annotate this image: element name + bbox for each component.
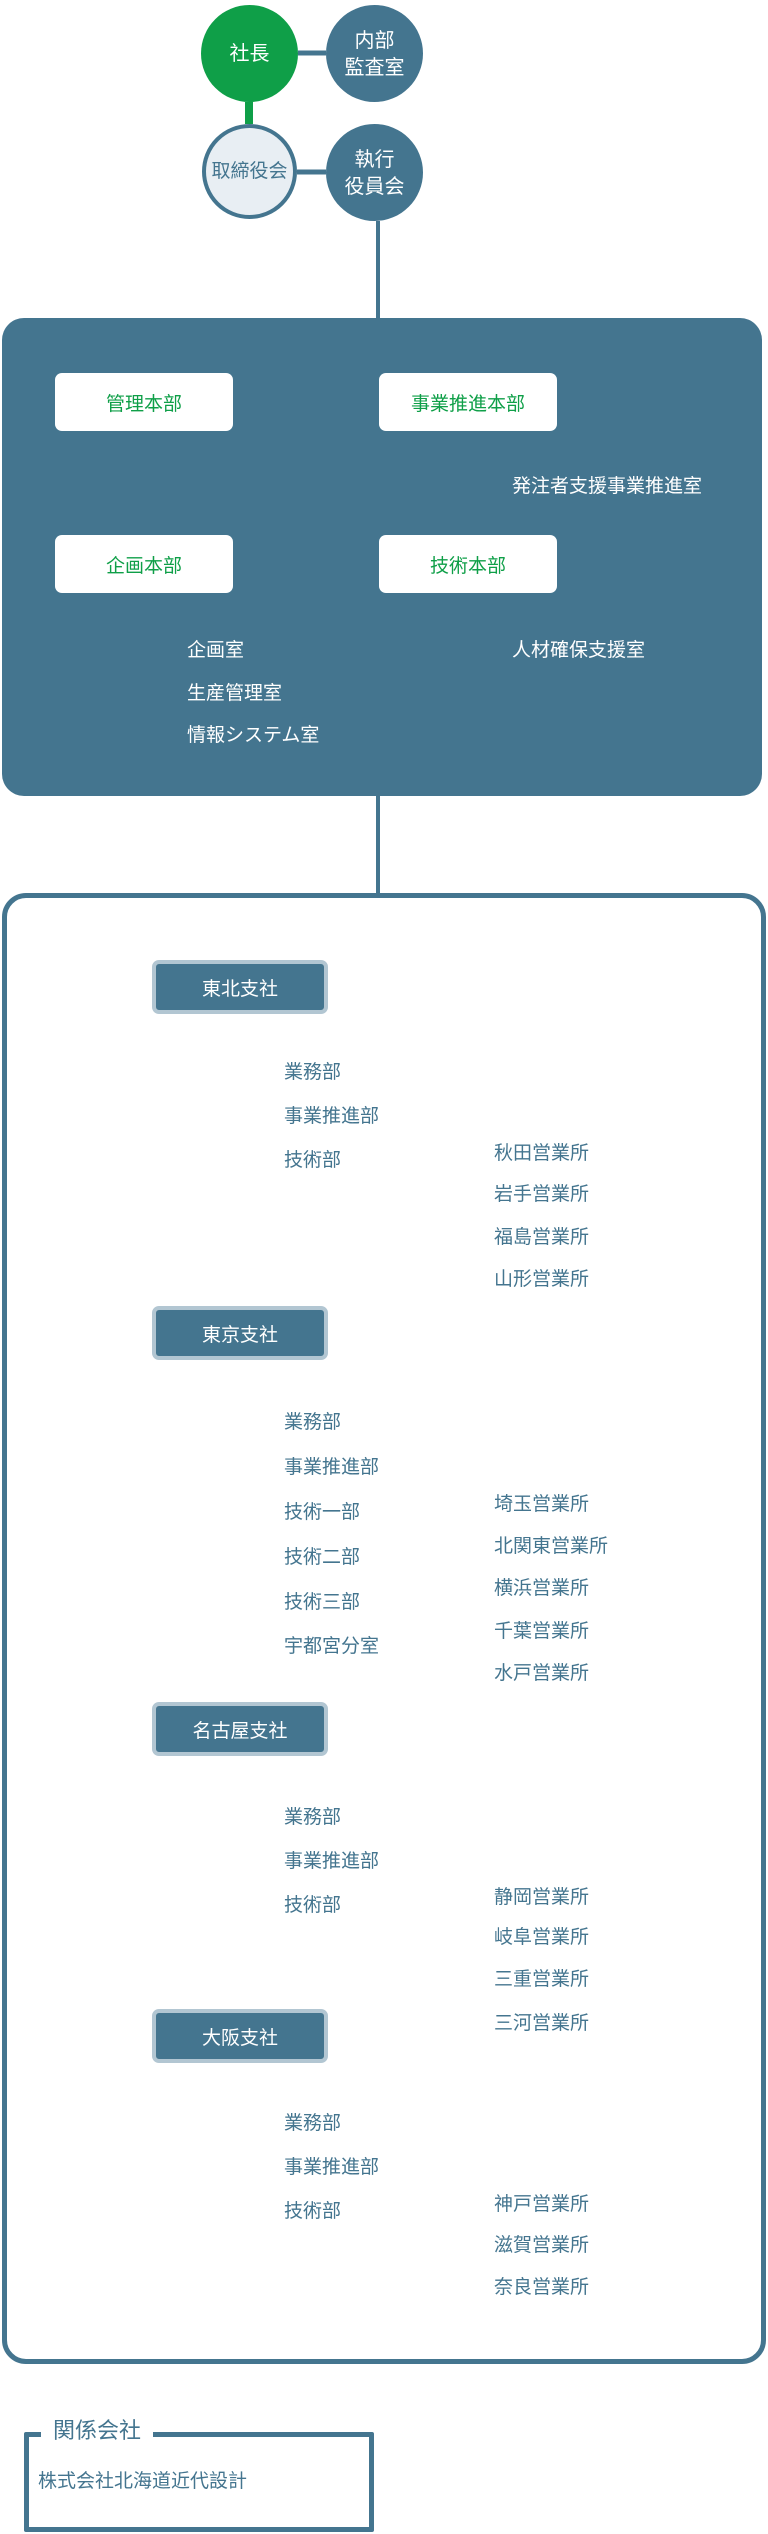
hq-sub-item: 人材確保支援室 (512, 639, 646, 661)
department-item: 業務部 (284, 1411, 342, 1433)
hq-sub-item: 企画室 (187, 639, 245, 661)
department-item: 技術三部 (284, 1591, 361, 1613)
office-item: 福島営業所 (494, 1226, 590, 1248)
department-item: 事業推進部 (284, 1105, 380, 1127)
hq-sub-item: 情報システム室 (187, 724, 320, 746)
office-item: 静岡営業所 (494, 1886, 590, 1908)
department-item: 事業推進部 (284, 2156, 380, 2178)
branch-box-nagoya: 名古屋支社 (152, 1702, 328, 1756)
branches-panel (2, 893, 766, 2364)
engineering-hq-box: 技術本部 (379, 535, 557, 593)
office-item: 滋賀営業所 (494, 2234, 590, 2256)
office-item: 横浜営業所 (494, 1577, 590, 1599)
department-item: 技術二部 (284, 1546, 361, 1568)
president-node: 社長 (201, 5, 298, 102)
department-item: 技術部 (284, 2200, 342, 2222)
department-item: 技術部 (284, 1894, 342, 1916)
office-item: 奈良営業所 (494, 2276, 590, 2298)
office-item: 北関東営業所 (494, 1535, 609, 1557)
department-item: 業務部 (284, 2112, 342, 2134)
business-promotion-hq-box: 事業推進本部 (379, 373, 557, 431)
office-item: 山形営業所 (494, 1268, 590, 1290)
branch-box-tokyo: 東京支社 (152, 1306, 328, 1360)
management-hq-box: 管理本部 (55, 373, 233, 431)
office-item: 岩手営業所 (494, 1183, 590, 1205)
department-item: 業務部 (284, 1061, 342, 1083)
board-node: 取締役会 (202, 124, 297, 219)
department-item: 宇都宮分室 (284, 1635, 380, 1657)
office-item: 三河営業所 (494, 2012, 590, 2034)
department-item: 事業推進部 (284, 1456, 380, 1478)
audit-office-node: 内部 監査室 (326, 5, 423, 102)
branch-box-osaka: 大阪支社 (152, 2009, 328, 2063)
planning-hq-box: 企画本部 (55, 535, 233, 593)
office-item: 神戸営業所 (494, 2193, 590, 2215)
hq-sub-item: 生産管理室 (187, 682, 283, 704)
office-item: 三重営業所 (494, 1968, 590, 1990)
office-item: 埼玉営業所 (494, 1493, 590, 1515)
department-item: 事業推進部 (284, 1850, 380, 1872)
related-companies-title: 関係会社 (41, 2417, 154, 2447)
related-companies-box: 関係会社 株式会社北海道近代設計 (24, 2417, 374, 2532)
related-company-item: 株式会社北海道近代設計 (38, 2470, 248, 2492)
department-item: 技術一部 (284, 1501, 361, 1523)
hq-sub-item: 発注者支援事業推進室 (512, 475, 703, 497)
executive-committee-node: 執行 役員会 (326, 124, 423, 221)
office-item: 千葉営業所 (494, 1620, 590, 1642)
branch-box-tohoku: 東北支社 (152, 960, 328, 1014)
department-item: 業務部 (284, 1806, 342, 1828)
office-item: 岐阜営業所 (494, 1926, 590, 1948)
department-item: 技術部 (284, 1149, 342, 1171)
office-item: 秋田営業所 (494, 1142, 590, 1164)
office-item: 水戸営業所 (494, 1662, 590, 1684)
